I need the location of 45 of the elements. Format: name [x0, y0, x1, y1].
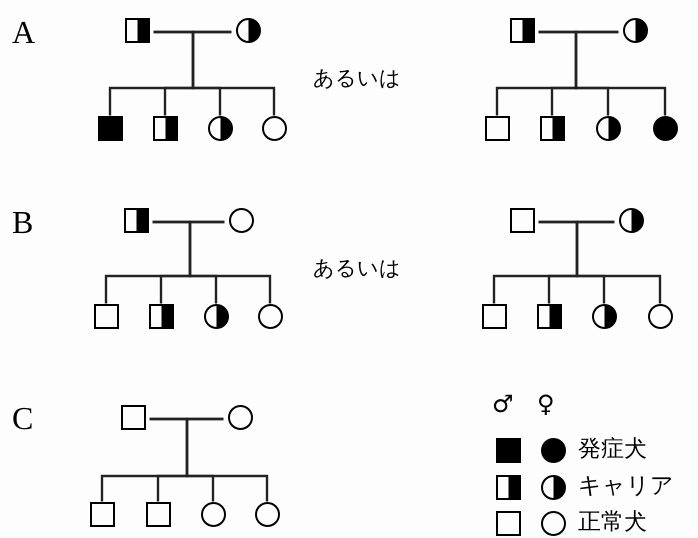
- legend-text: 発症犬: [578, 438, 647, 461]
- empty-circle-symbol: [258, 304, 282, 328]
- empty-square-symbol: [482, 304, 506, 328]
- male-sign: ♂: [492, 392, 514, 416]
- empty-circle-symbol: [200, 502, 226, 526]
- half-filled-square-symbol: [540, 116, 564, 140]
- empty-square-symbol: [484, 116, 510, 140]
- empty-square-symbol: [94, 304, 118, 328]
- half-filled-circle-symbol: [622, 18, 648, 42]
- empty-circle-symbol: [228, 208, 254, 232]
- half-filled-circle-symbol: [592, 304, 616, 328]
- pedigree-line: [574, 30, 666, 116]
- legend-text: キャリア: [578, 475, 674, 498]
- half-filled-circle-symbol: [208, 116, 232, 140]
- filled-circle-symbol: [652, 116, 678, 140]
- female-sign: ♀: [537, 392, 555, 416]
- pedigree-line: [186, 418, 268, 502]
- empty-square-symbol: [90, 502, 114, 526]
- empty-square-symbol: [120, 404, 146, 430]
- half-filled-square-symbol: [124, 208, 148, 232]
- or-text: あるいは: [313, 258, 401, 279]
- pedigree-line: [188, 220, 272, 304]
- half-filled-circle-symbol: [596, 116, 620, 140]
- empty-square-symbol: [510, 208, 534, 232]
- empty-circle-symbol: [262, 116, 286, 140]
- half-filled-square-symbol: [124, 18, 150, 42]
- half-filled-square-symbol: [148, 304, 174, 328]
- section-letter: B: [12, 206, 34, 238]
- empty-square-symbol: [146, 502, 170, 526]
- half-filled-circle-symbol: [618, 208, 644, 232]
- legend-text: 正常犬: [578, 511, 647, 534]
- pedigree-line: [576, 220, 662, 304]
- half-filled-square-symbol: [536, 304, 562, 328]
- half-filled-square-symbol: [152, 116, 178, 140]
- empty-circle-symbol: [254, 502, 280, 526]
- half-filled-circle-symbol: [204, 304, 228, 328]
- half-filled-square-symbol: [510, 18, 534, 42]
- or-text: あるいは: [313, 68, 401, 89]
- empty-circle-symbol: [228, 404, 252, 430]
- filled-square-symbol: [98, 116, 122, 140]
- half-filled-circle-symbol: [236, 18, 260, 42]
- section-letter: C: [12, 402, 34, 434]
- pedigree-line: [192, 30, 276, 116]
- empty-circle-symbol: [648, 304, 672, 328]
- section-letter: A: [12, 16, 36, 48]
